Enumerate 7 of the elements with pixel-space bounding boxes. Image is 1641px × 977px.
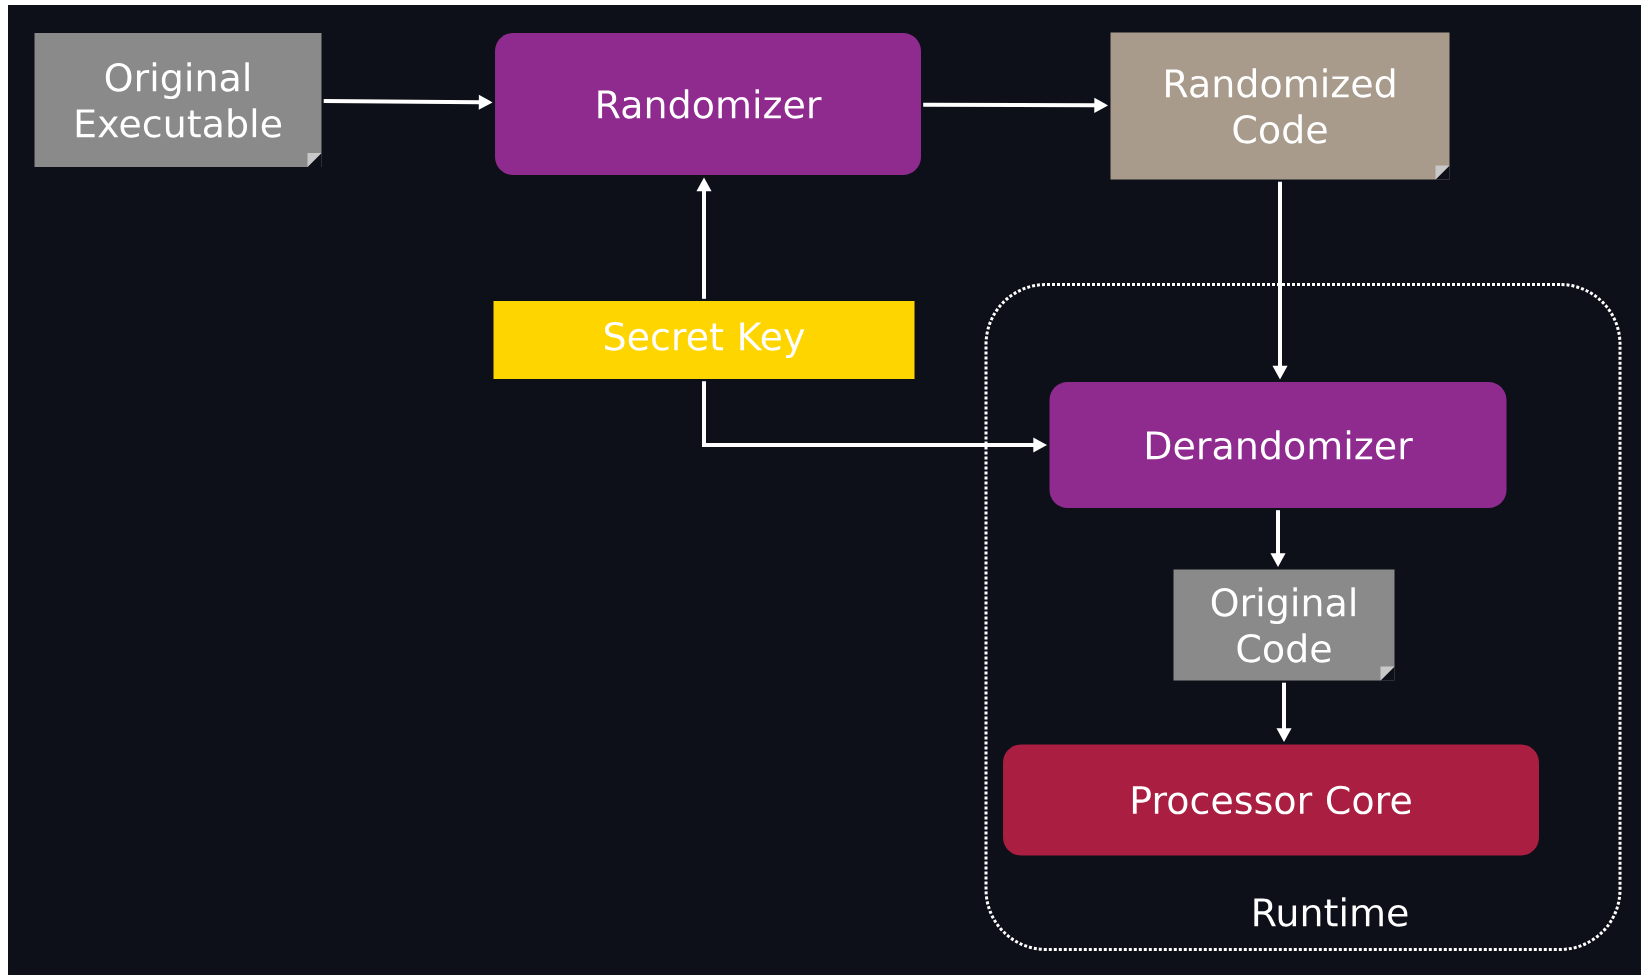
process-box: Derandomizer [1049, 382, 1507, 508]
processor-box: Processor Core [1003, 744, 1539, 856]
document-box: Randomized Code [1110, 32, 1450, 180]
process-box: Randomizer [495, 33, 921, 175]
document-box: Original Executable [34, 33, 322, 167]
key-box: Secret Key [493, 301, 915, 379]
document-box: Original Code [1173, 569, 1395, 681]
